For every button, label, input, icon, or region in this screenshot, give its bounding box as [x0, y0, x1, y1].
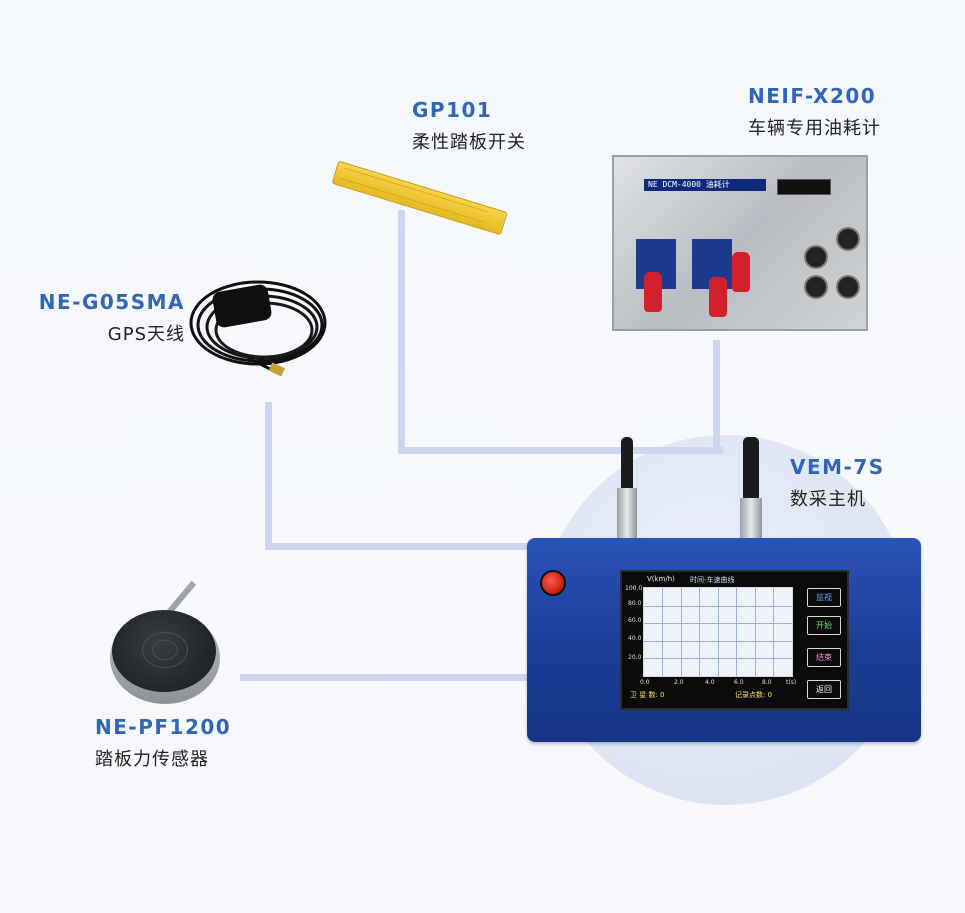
host-name: 数采主机: [790, 489, 866, 510]
force-sensor-label: NE-PF1200 踏板力传感器: [95, 715, 231, 771]
back-button[interactable]: 返回: [807, 680, 841, 699]
grid-line: [718, 588, 719, 676]
fuel-connector-4: [836, 275, 860, 299]
gps-code: NE-G05SMA: [38, 290, 185, 314]
antenna-left-tip: [621, 437, 633, 489]
screen-unit-label: V(km/h): [647, 575, 675, 583]
start-button[interactable]: 开始: [807, 616, 841, 635]
force-sensor-code: NE-PF1200: [95, 715, 232, 739]
force-sensor-ring: [152, 640, 178, 660]
x-tick: 8.0: [762, 679, 772, 686]
grid-line: [644, 658, 792, 659]
x-tick: 6.0: [734, 679, 744, 686]
y-tick: 100.0: [625, 585, 643, 592]
grid-line: [644, 641, 792, 642]
x-tick: 4.0: [705, 679, 715, 686]
wire-pedal-horizontal: [398, 447, 723, 454]
fuel-cap-1: [644, 272, 662, 312]
y-tick: 40.0: [628, 635, 642, 642]
pedal-switch-code: GP101: [412, 98, 493, 122]
pedal-switch-label: GP101 柔性踏板开关: [412, 98, 526, 154]
host-code: VEM-7S: [790, 455, 885, 479]
pedal-switch-image: [331, 160, 508, 236]
y-tick: 80.0: [628, 600, 642, 607]
grid-line: [755, 588, 756, 676]
x-tick: 2.0: [674, 679, 684, 686]
satellite-count: 卫 星 数: 0: [630, 691, 665, 699]
host-label: VEM-7S 数采主机: [790, 455, 885, 511]
wire-force-horizontal: [240, 674, 530, 681]
grid-line: [681, 588, 682, 676]
power-button[interactable]: [540, 570, 566, 596]
stop-button[interactable]: 结束: [807, 648, 841, 667]
antenna-right-tip: [743, 437, 759, 499]
gps-label: NE-G05SMA GPS天线: [35, 290, 185, 346]
monitor-button[interactable]: 监视: [807, 588, 841, 607]
fuel-connector-2: [804, 275, 828, 299]
antenna-left-connector: [617, 488, 637, 540]
fuel-connector-1: [804, 245, 828, 269]
wire-gps-horizontal: [265, 543, 530, 550]
wire-fuel-vertical: [713, 340, 720, 454]
fuel-cap-3: [732, 252, 750, 292]
wire-pedal-vertical: [398, 210, 405, 454]
fuel-meter-image: NE DCM-4000 油耗计: [612, 155, 868, 331]
speed-chart: [643, 587, 793, 677]
grid-line: [736, 588, 737, 676]
fuel-connector-3: [836, 227, 860, 251]
gps-name: GPS天线: [107, 324, 185, 345]
y-tick: 60.0: [628, 617, 642, 624]
record-count: 记录点数: 0: [735, 691, 773, 699]
screen-chart-title: 时间-车速曲线: [690, 576, 735, 584]
pedal-switch-name: 柔性踏板开关: [412, 132, 526, 153]
grid-line: [644, 606, 792, 607]
grid-line: [699, 588, 700, 676]
force-sensor-ring: [142, 632, 188, 668]
wire-gps-vertical: [265, 402, 272, 550]
grid-line: [773, 588, 774, 676]
x-tick: 0.0: [640, 679, 650, 686]
x-axis-unit: t(s): [786, 679, 797, 686]
fuel-meter-display: [777, 179, 831, 195]
y-tick: 20.0: [628, 654, 642, 661]
antenna-right-connector: [740, 498, 762, 540]
grid-line: [662, 588, 663, 676]
fuel-meter-label: NEIF-X200 车辆专用油耗计: [748, 84, 881, 140]
force-sensor-name: 踏板力传感器: [95, 749, 209, 770]
fuel-meter-logo: NE DCM-4000 油耗计: [644, 179, 766, 191]
fuel-cap-2: [709, 277, 727, 317]
grid-line: [644, 623, 792, 624]
fuel-meter-name: 车辆专用油耗计: [748, 118, 881, 139]
force-sensor-image: [112, 610, 216, 692]
fuel-meter-code: NEIF-X200: [748, 84, 877, 108]
